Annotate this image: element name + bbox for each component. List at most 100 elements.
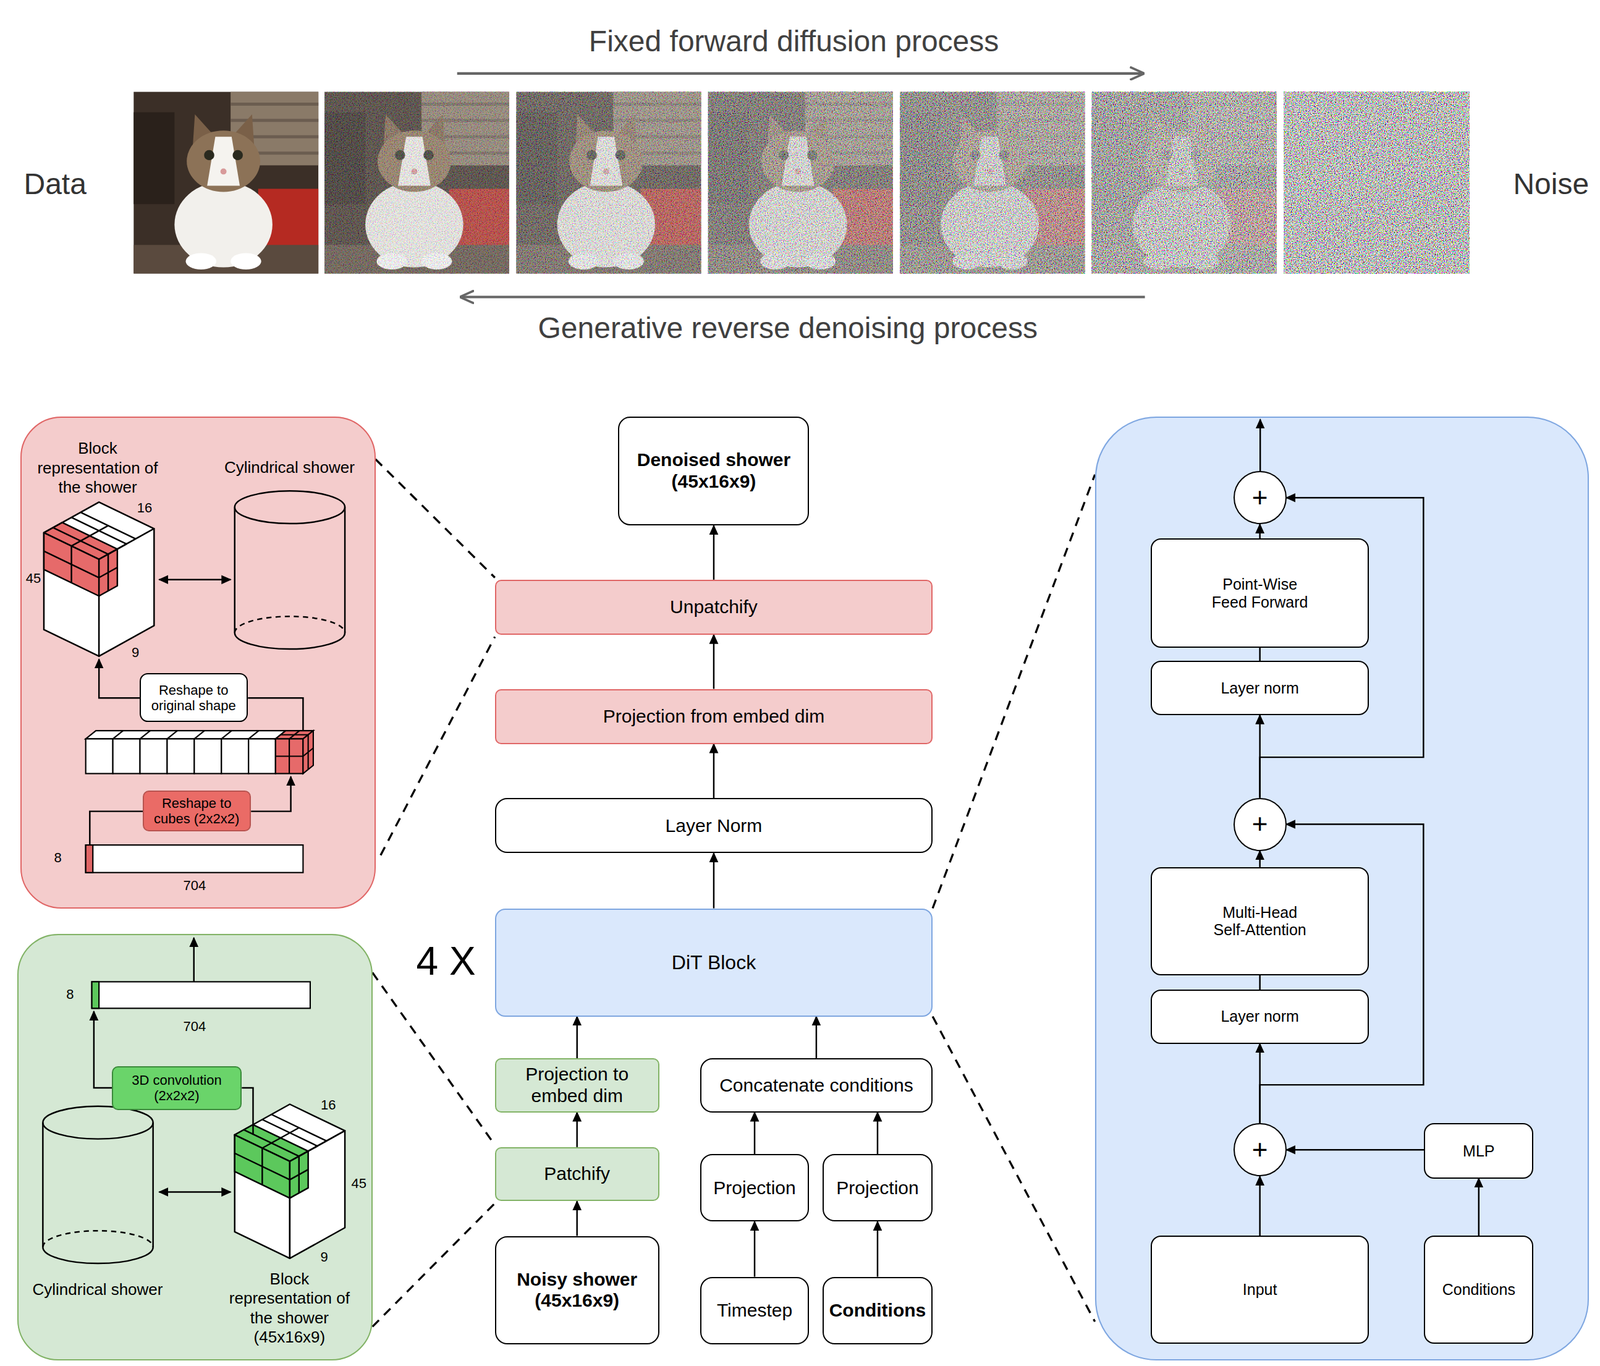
block-illustration xyxy=(280,1127,300,1138)
box-label: + xyxy=(1252,808,1269,840)
box-label: Layer Norm xyxy=(665,815,763,837)
cube-bar xyxy=(85,844,94,873)
connector-arrow xyxy=(815,1016,817,1059)
zoom-panel: 3D convolution (2x2x2)870416459Cylindric… xyxy=(17,933,373,1361)
box-label: Projection xyxy=(836,1177,919,1199)
block-illustration xyxy=(98,548,118,596)
connector-arrow xyxy=(753,1221,756,1277)
panel-fill xyxy=(1095,416,1589,1361)
block-illustration xyxy=(271,1114,327,1141)
block-illustration xyxy=(98,567,118,578)
panel-label: 704 xyxy=(183,876,207,894)
box-label: Patchify xyxy=(543,1163,610,1185)
output-layer-box: Unpatchify xyxy=(495,579,933,635)
wire xyxy=(247,697,303,731)
cube-bar xyxy=(194,730,205,739)
dit-block-panel: +Point-Wise Feed ForwardLayer norm+Multi… xyxy=(1095,416,1589,1361)
cylinder-illustration xyxy=(234,490,345,524)
zoom-panel: Reshape to original shapeReshape to cube… xyxy=(20,416,376,909)
cube-bar xyxy=(302,747,314,756)
cube-bar xyxy=(221,730,232,739)
token-bar xyxy=(92,981,311,1008)
panel-fill xyxy=(17,416,1589,1361)
connector-arrow xyxy=(1478,1178,1480,1236)
wire xyxy=(93,1011,113,1088)
process-box: Conditions xyxy=(822,1276,933,1345)
process-box: Timestep xyxy=(700,1276,810,1345)
cube-bar xyxy=(280,734,309,736)
wire xyxy=(241,1087,253,1135)
output-layer-box: Projection from embed dim xyxy=(495,689,933,745)
diffusion-strip xyxy=(1092,92,1277,274)
diffusion-strip xyxy=(708,92,894,274)
figure-label: Fixed forward diffusion process xyxy=(588,24,999,59)
block-illustration xyxy=(43,501,154,656)
layer-box: Input xyxy=(1150,1235,1369,1344)
panel-label: Cylindrical shower xyxy=(32,1279,164,1300)
box-label: Conditions xyxy=(829,1299,927,1322)
panel-label: 8 xyxy=(66,986,74,1003)
cube-bar xyxy=(85,730,314,873)
cube-bar xyxy=(113,730,124,739)
token-bar xyxy=(92,981,311,1008)
diffusion-strip xyxy=(899,92,1085,274)
sum-circle: + xyxy=(1233,1122,1287,1177)
connector-arrow xyxy=(576,1016,578,1059)
layer-box: MLP xyxy=(1423,1122,1534,1178)
layer-box: Conditions xyxy=(1423,1235,1534,1344)
connector-arrow xyxy=(713,744,715,799)
diffusion-strip xyxy=(133,92,319,274)
cylinder-illustration xyxy=(234,507,236,633)
panel-label: Block representation of the shower xyxy=(31,439,165,498)
cube-bar xyxy=(113,738,141,774)
connector-layer xyxy=(577,497,1479,1277)
panel-label: 16 xyxy=(320,1096,336,1113)
box-label: Timestep xyxy=(716,1299,793,1322)
cylinder-illustration xyxy=(234,632,345,649)
figure-label: Noise xyxy=(1512,166,1589,201)
cube-bar xyxy=(194,738,222,774)
panel-label: 45 xyxy=(351,1175,366,1192)
cube-bar xyxy=(140,738,168,774)
zoom-line xyxy=(932,1015,1096,1322)
connector-arrow xyxy=(575,1112,578,1148)
input-layer-box: Patchify xyxy=(495,1147,660,1202)
layer-box: Layer norm xyxy=(1150,989,1369,1044)
dit-block-box: DiT Block xyxy=(495,908,933,1017)
block-illustration xyxy=(289,1150,309,1198)
block-illustration xyxy=(234,1134,290,1198)
cube-bar xyxy=(166,738,195,774)
box-label: Layer norm xyxy=(1220,1007,1299,1026)
figure-label: 4 X xyxy=(416,938,476,984)
connector-arrow xyxy=(1258,524,1261,539)
cube-bar xyxy=(140,730,151,739)
cylinder-illustration xyxy=(42,1106,153,1139)
connector-arrow xyxy=(575,1200,578,1236)
panel-label: 16 xyxy=(137,499,153,517)
box-label: Input xyxy=(1242,1280,1278,1299)
sum-circle: + xyxy=(1233,797,1287,851)
panel-label: 45 xyxy=(25,569,41,586)
cube-bar xyxy=(221,738,249,774)
diffusion-strip xyxy=(324,92,510,274)
diffusion-strip xyxy=(1092,92,1277,274)
cylinder-illustration xyxy=(42,1122,44,1247)
wire xyxy=(89,659,303,846)
box-label: Denoised shower (45x16x9) xyxy=(624,449,803,492)
cube-bar xyxy=(85,738,114,774)
panel-label: Block representation of the shower (45x1… xyxy=(223,1269,356,1347)
figure-label: Generative reverse denoising process xyxy=(537,310,1038,345)
cylinder-illustration xyxy=(344,507,346,633)
connector-arrow xyxy=(1258,1176,1261,1236)
wire xyxy=(192,937,195,982)
wire xyxy=(89,811,143,845)
diffusion-strip xyxy=(708,92,894,274)
zoom-line xyxy=(375,459,496,578)
box-label: DiT Block xyxy=(671,951,756,974)
process-box: Projection xyxy=(700,1153,810,1222)
connector-arrow xyxy=(876,1221,879,1277)
zoom-line xyxy=(372,1203,496,1327)
block-illustration xyxy=(43,532,99,596)
panel-label: 704 xyxy=(183,1017,207,1034)
operation-box: Reshape to original shape xyxy=(139,673,248,722)
